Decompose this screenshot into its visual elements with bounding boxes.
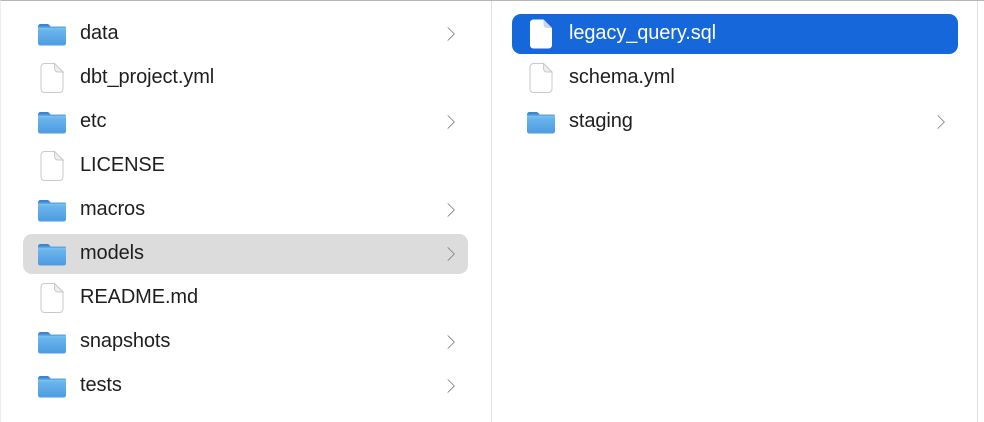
chevron-right-icon [440,26,456,42]
file-name: etc [80,110,107,132]
file-name: data [80,22,119,44]
file-row-etc[interactable]: etc [23,102,468,142]
file-row-tests[interactable]: tests [23,366,468,406]
document-icon [37,62,67,94]
file-name: models [80,242,144,264]
folder-icon [37,18,67,50]
file-name: staging [569,110,633,132]
chevron-right-icon [440,246,456,262]
file-column-parent: data dbt_project.yml etc L [1,1,492,422]
file-row-snapshots[interactable]: snapshots [23,322,468,362]
file-column-next-sliver [978,1,984,422]
chevron-right-icon [930,114,946,130]
file-name: schema.yml [569,66,675,88]
file-name: LICENSE [80,154,165,176]
document-icon [526,18,556,50]
file-row-dbt-project-yml[interactable]: dbt_project.yml [23,58,468,98]
document-icon [37,150,67,182]
file-name: README.md [80,286,199,308]
folder-icon [37,326,67,358]
file-row-models[interactable]: models [23,234,468,274]
file-name: snapshots [80,330,171,352]
file-row-legacy-query-sql[interactable]: legacy_query.sql [512,14,958,54]
chevron-right-icon [440,114,456,130]
chevron-right-icon [440,202,456,218]
file-row-data[interactable]: data [23,14,468,54]
folder-icon [37,106,67,138]
file-name: macros [80,198,145,220]
chevron-right-icon [440,378,456,394]
file-row-macros[interactable]: macros [23,190,468,230]
document-icon [37,282,67,314]
chevron-right-icon [440,334,456,350]
folder-icon [37,194,67,226]
folder-icon [37,370,67,402]
file-row-readme-md[interactable]: README.md [23,278,468,318]
file-row-staging[interactable]: staging [512,102,958,142]
file-name: legacy_query.sql [569,22,717,44]
file-row-schema-yml[interactable]: schema.yml [512,58,958,98]
file-name: tests [80,374,122,396]
file-column-current: legacy_query.sql schema.yml staging [492,1,978,422]
folder-icon [526,106,556,138]
file-row-license[interactable]: LICENSE [23,146,468,186]
folder-icon [37,238,67,270]
document-icon [526,62,556,94]
file-name: dbt_project.yml [80,66,215,88]
